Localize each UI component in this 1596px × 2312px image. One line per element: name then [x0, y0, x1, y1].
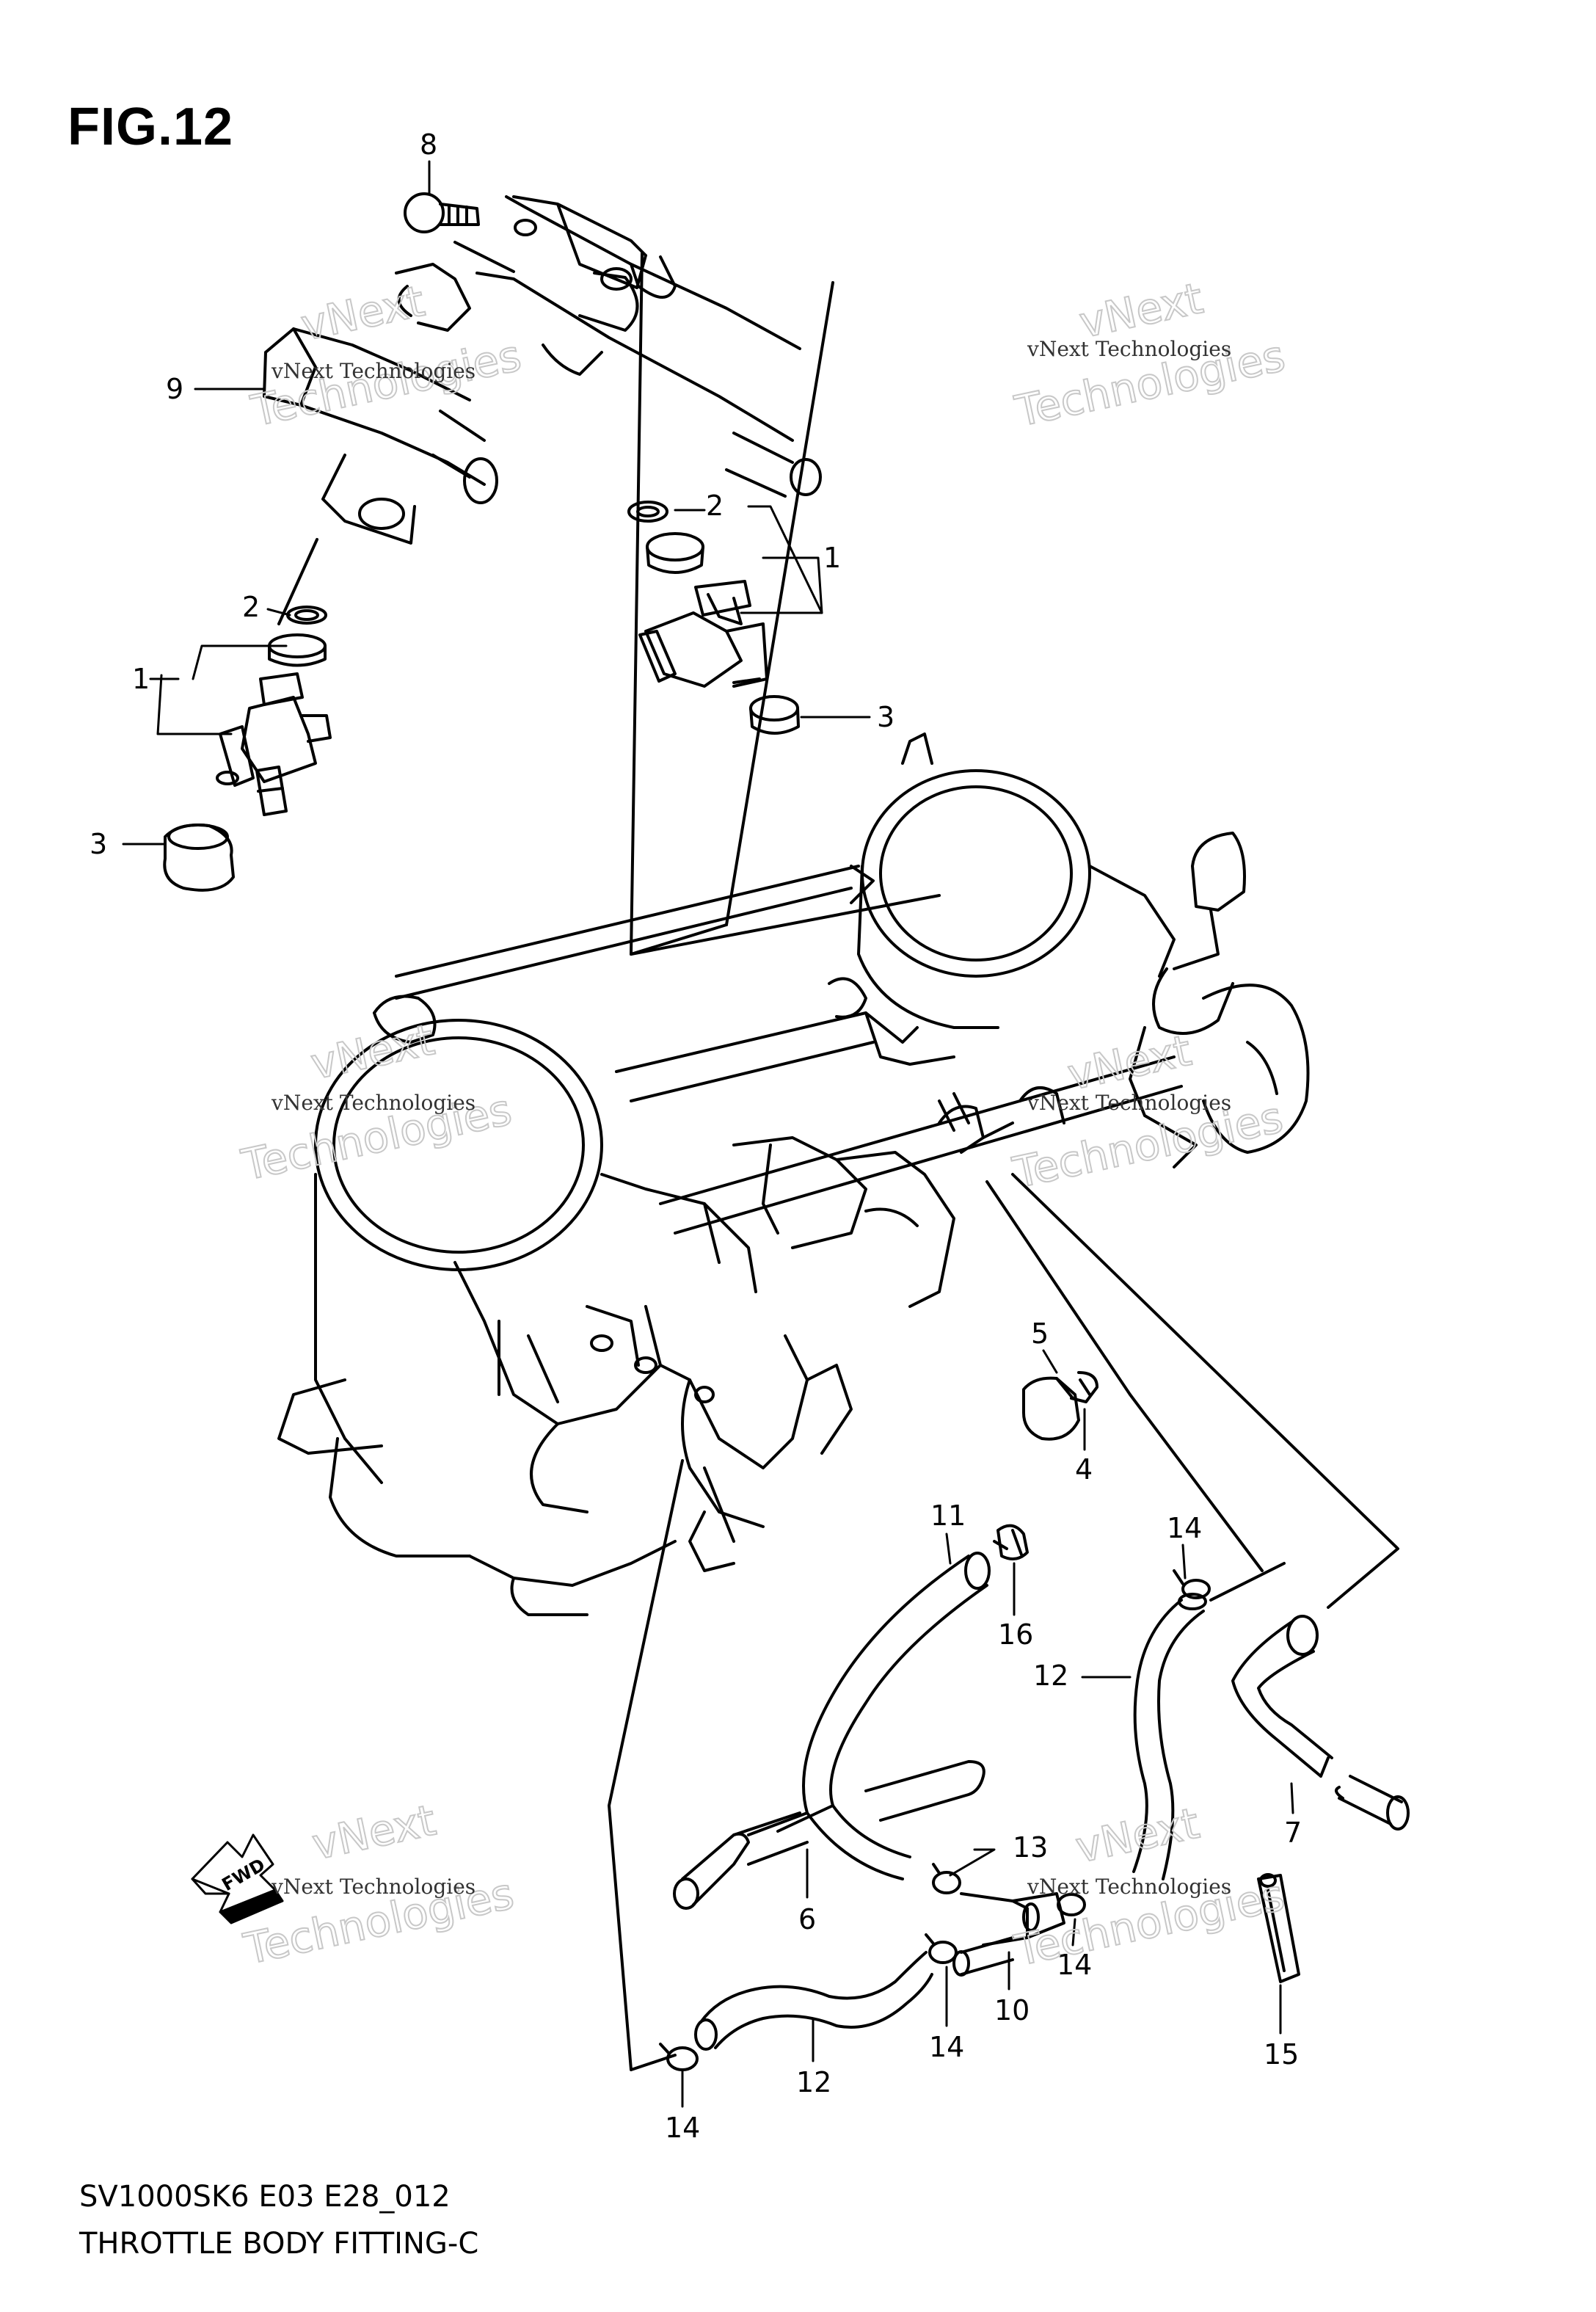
- callout-16: 16: [998, 1618, 1033, 1651]
- cushion-part-left: [268, 633, 327, 667]
- callout-3-left: 3: [90, 828, 107, 860]
- seal-part-3-left: [163, 824, 235, 892]
- o-ring-part-2-left: [286, 606, 327, 625]
- watermark-big-i: vNext: [308, 1795, 440, 1870]
- clip-part-14-mid: [925, 1933, 958, 1964]
- throttle-body-assembly: [277, 733, 1310, 1616]
- clamp-part-4: [1070, 1371, 1098, 1403]
- callout-1-right: 1: [823, 542, 841, 574]
- watermark-big-a: vNext: [296, 276, 429, 351]
- watermark-big-b: Technologies: [247, 330, 525, 436]
- cushion-part-right: [646, 532, 704, 574]
- hose-part-6: [673, 1811, 809, 1910]
- callout-10: 10: [994, 1994, 1030, 2026]
- watermark-small-bottom-left: vNext Technologies: [271, 1875, 475, 1899]
- injector-part-1-left: [216, 672, 332, 816]
- watermark-small-top-left: vNext Technologies: [271, 359, 475, 383]
- callout-14-lower: 14: [665, 2112, 700, 2144]
- clip-part-13: [932, 1863, 961, 1894]
- callout-11: 11: [930, 1499, 966, 1532]
- watermark-small-bottom-right: vNext Technologies: [1027, 1875, 1231, 1899]
- watermark-top-left: vNext Technologies: [246, 275, 526, 437]
- callout-14-joint: 14: [1057, 1949, 1092, 1981]
- callout-5: 5: [1031, 1317, 1049, 1350]
- o-ring-part-2-right: [627, 501, 668, 523]
- holder-part-15: [1257, 1873, 1300, 1983]
- callout-14-upper: 14: [1167, 1512, 1202, 1544]
- figure-title: FIG.12: [68, 98, 234, 156]
- seal-part-3-right: [749, 695, 800, 735]
- callout-13: 13: [1013, 1831, 1048, 1864]
- callout-leaders: [122, 160, 1294, 2108]
- leader-rail-injector-left: [277, 538, 318, 625]
- clip-part-16: [993, 1524, 1029, 1560]
- watermark-small-mid-left: vNext Technologies: [271, 1091, 475, 1115]
- watermark-small-top-right: vNext Technologies: [1027, 337, 1231, 361]
- callout-2-left: 2: [242, 591, 260, 623]
- watermark-big-e: vNext: [307, 1014, 439, 1089]
- callout-14-mid: 14: [929, 2031, 964, 2063]
- assembly-boundary-lines: [608, 252, 1399, 2071]
- callout-numbers: 8 9 2 1 3 2 1 3 5 4 11 16 14 12 7 13 6 1…: [90, 128, 1302, 2144]
- clip-part-14-joint: [1057, 1893, 1086, 1916]
- callout-3-right: 3: [877, 701, 894, 733]
- joint-part-10: [952, 1892, 1065, 1977]
- callout-12-lower: 12: [796, 2066, 831, 2098]
- callout-1-left: 1: [132, 663, 150, 695]
- callout-4: 4: [1075, 1453, 1093, 1486]
- watermark-small-mid-right: vNext Technologies: [1027, 1091, 1231, 1115]
- cap-part-5: [1022, 1376, 1080, 1441]
- hose-part-7: [1231, 1615, 1410, 1831]
- callout-15: 15: [1264, 2038, 1299, 2071]
- hose-part-12-upper: [1132, 1593, 1207, 1880]
- clip-part-14-lower: [659, 2043, 699, 2071]
- clip-part-14-upper: [1173, 1569, 1211, 1599]
- hose-part-12-lower: [694, 1951, 933, 2051]
- model-code: SV1000SK6 E03 E28_012: [79, 2180, 451, 2214]
- fwd-arrow-icon: [191, 1833, 284, 1924]
- callout-12-upper: 12: [1033, 1660, 1068, 1692]
- hose-part-11: [747, 1552, 991, 1880]
- callout-8: 8: [420, 128, 437, 161]
- injector-part-1-right: [638, 580, 768, 688]
- callout-2-right: 2: [706, 490, 724, 522]
- callout-6: 6: [798, 1903, 816, 1935]
- bolt-part-8: [404, 192, 537, 236]
- callout-9: 9: [166, 373, 183, 405]
- figure-caption: THROTTLE BODY FITTING-C: [79, 2227, 479, 2261]
- callout-7: 7: [1284, 1817, 1302, 1849]
